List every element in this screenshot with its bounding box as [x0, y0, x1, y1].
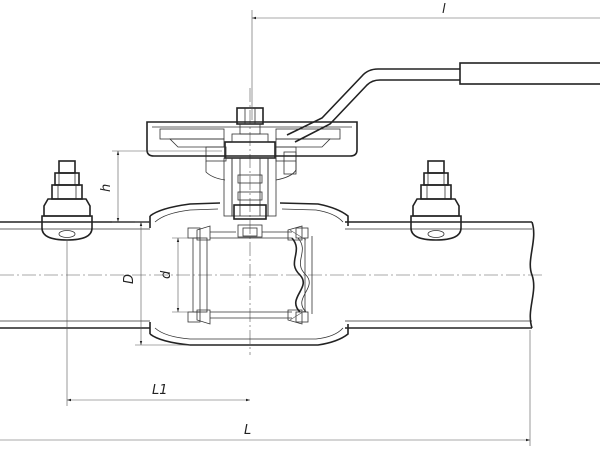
fitting-right [410, 160, 462, 241]
valve-handle [146, 62, 600, 157]
dimension-bore-diameter: d [159, 237, 196, 313]
dimension-half-length: L1 [66, 240, 250, 406]
dimension-label-L: L [244, 423, 251, 438]
dimension-label-d: d [159, 270, 174, 279]
fitting-left [41, 160, 93, 241]
dimension-outer-diameter: D [122, 221, 190, 346]
pipe-right [345, 221, 535, 329]
center-lines [0, 88, 545, 355]
valve-body [149, 202, 349, 346]
dimension-overall-length: L [0, 330, 531, 446]
dimension-label-l: l [442, 2, 446, 17]
dimension-stem-height: h [99, 150, 222, 223]
dimension-handle-length: l [251, 2, 600, 120]
dimension-label-D: D [122, 274, 137, 284]
dimension-label-h: h [99, 184, 114, 192]
valve-stem [205, 107, 297, 238]
dimension-label-L1: L1 [152, 383, 168, 398]
